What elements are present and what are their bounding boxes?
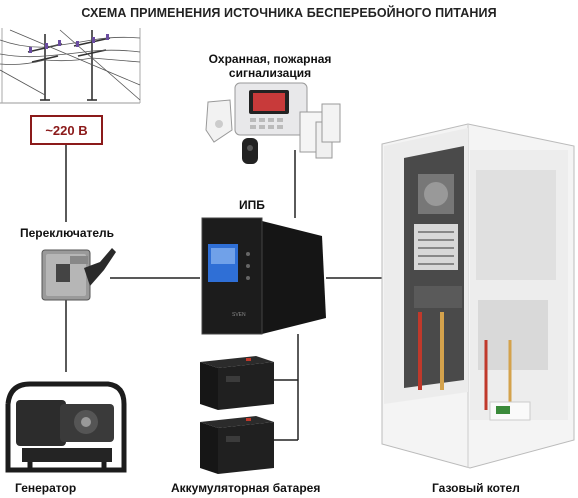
alarm-panel-icon [205, 82, 341, 164]
boiler-label: Газовый котел [432, 481, 520, 495]
alarm-label: Охранная, пожарная сигнализация [195, 52, 345, 80]
voltage-badge: ~220 В [30, 115, 103, 145]
switch-label: Переключатель [20, 226, 115, 240]
ups-icon: SVEN [201, 217, 326, 335]
gas-boiler-icon [381, 123, 575, 469]
alarm-label-line1: Охранная, пожарная [208, 52, 332, 66]
voltage-text: ~220 В [45, 122, 88, 138]
alarm-label-line2: сигнализация [228, 66, 312, 80]
connector-lines [65, 145, 382, 441]
ups-brand: SVEN [232, 312, 246, 318]
diagram-title: СХЕМА ПРИМЕНЕНИЯ ИСТОЧНИКА БЕСПЕРЕБОЙНОГ… [81, 6, 497, 20]
battery-label: Аккумуляторная батарея [171, 481, 321, 495]
switch-icon [41, 248, 116, 301]
battery-icon [200, 356, 274, 474]
power-line-icon [0, 28, 141, 104]
generator-icon [5, 381, 127, 473]
ups-label: ИПБ [239, 198, 265, 212]
generator-label: Генератор [15, 481, 77, 495]
